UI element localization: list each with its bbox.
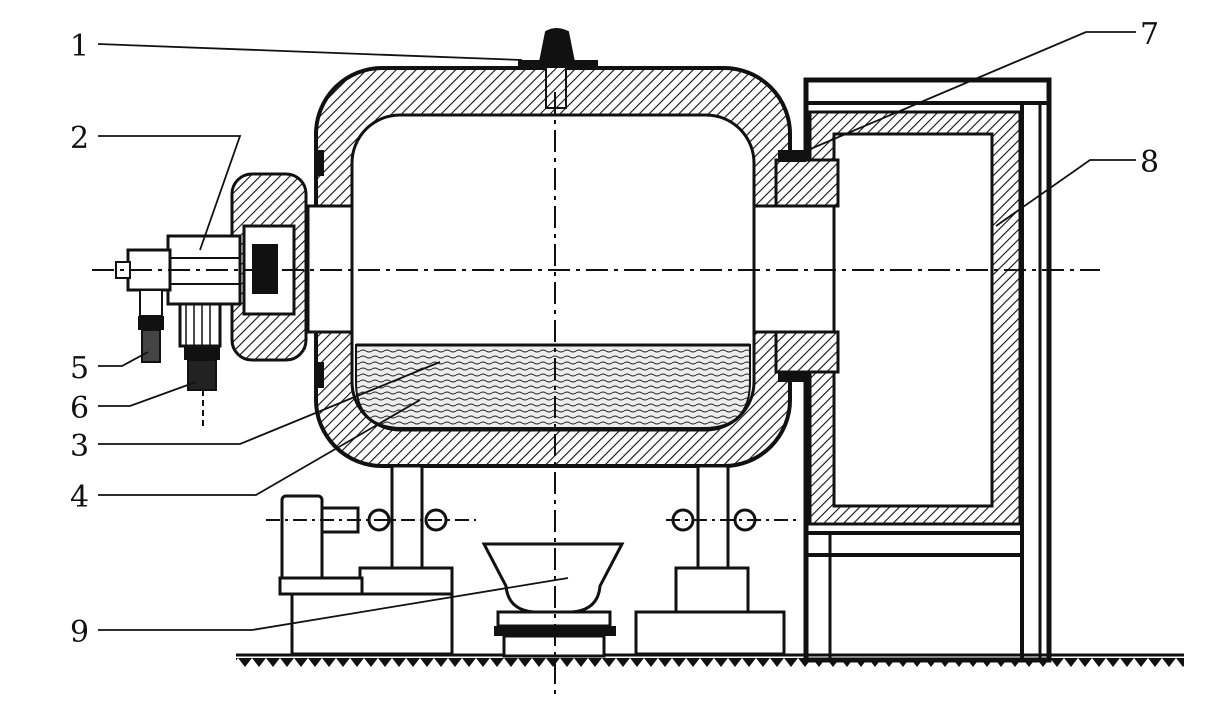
leader-line-9 xyxy=(98,577,569,631)
callout-9: 9 xyxy=(70,615,89,650)
callout-6: 6 xyxy=(70,391,89,426)
burner-assembly xyxy=(115,172,308,426)
ladle-hopper xyxy=(481,542,625,658)
leader-line-1 xyxy=(97,43,523,61)
callout-5: 5 xyxy=(70,351,89,386)
callout-7: 7 xyxy=(1140,17,1159,52)
callout-2: 2 xyxy=(70,121,89,156)
ground-line xyxy=(236,653,1184,671)
callout-4: 4 xyxy=(70,480,89,515)
callout-labels: 1 2 3 4 5 6 7 8 9 xyxy=(70,17,1159,650)
leader-line-4 xyxy=(98,399,421,496)
rotary-drum xyxy=(306,66,840,468)
callout-8: 8 xyxy=(1140,145,1159,180)
leader-line-3 xyxy=(98,361,441,445)
leader-line-5 xyxy=(98,351,149,367)
leader-lines xyxy=(97,31,1136,631)
top-nozzle xyxy=(518,28,598,109)
center-lines xyxy=(92,92,1100,700)
callout-3: 3 xyxy=(70,429,89,464)
leader-line-2 xyxy=(98,135,242,251)
leader-line-6 xyxy=(98,381,197,407)
leader-line-7 xyxy=(807,31,1136,151)
support-stands xyxy=(278,464,786,656)
callout-1: 1 xyxy=(70,29,89,64)
leader-line-8 xyxy=(995,159,1136,227)
door-frame xyxy=(803,77,1052,663)
